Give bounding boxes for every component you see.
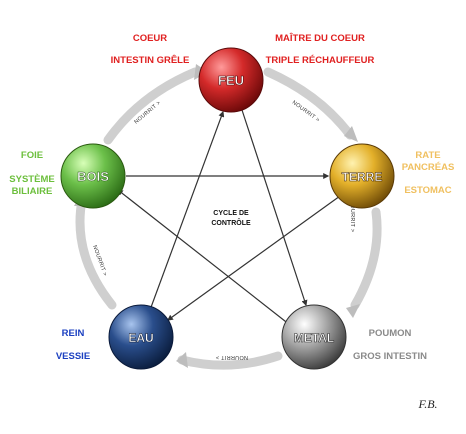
labels-terre: RATE PANCRÉAS ESTOMAC	[402, 150, 455, 196]
arrow-label-terre-metal: NOURRIT >	[349, 200, 355, 232]
label-biliaire: BILIAIRE	[12, 186, 53, 197]
control-terre-eau	[167, 195, 341, 321]
label-rate: RATE	[415, 150, 440, 161]
label-rein: REIN	[62, 328, 85, 339]
node-metal-label: METAL	[294, 331, 334, 345]
node-bois: BOIS	[60, 143, 126, 209]
center-label-line2: CONTRÔLE	[211, 218, 251, 227]
labels-bois: FOIE SYSTÈME BILIAIRE	[9, 150, 54, 197]
control-feu-metal	[241, 109, 308, 307]
label-pancreas: PANCRÉAS	[402, 162, 455, 173]
label-systeme: SYSTÈME	[9, 174, 54, 185]
labels-eau: REIN VESSIE	[56, 328, 90, 362]
labels-feu-right: MAÎTRE DU COEUR TRIPLE RÉCHAUFFEUR	[266, 32, 375, 66]
label-estomac: ESTOMAC	[404, 185, 451, 196]
arrow-bois-feu	[103, 67, 200, 145]
label-foie: FOIE	[21, 150, 43, 161]
arrow-metal-eau	[177, 351, 283, 370]
label-triple-rechauffeur: TRIPLE RÉCHAUFFEUR	[266, 55, 375, 66]
node-terre-label: TERRE	[342, 170, 383, 184]
node-eau: EAU	[108, 304, 174, 370]
node-terre: TERRE	[329, 143, 395, 209]
label-poumon: POUMON	[369, 328, 412, 339]
label-coeur: COEUR	[133, 33, 167, 44]
label-gros-intestin: GROS INTESTIN	[353, 351, 427, 362]
center-label-line1: CYCLE DE	[213, 210, 249, 217]
label-maitre-du-coeur: MAÎTRE DU COEUR	[275, 32, 365, 44]
labels-feu-left: COEUR INTESTIN GRÊLE	[111, 33, 190, 66]
generation-cycle-arrows	[75, 67, 382, 370]
signature: F.B.	[417, 397, 437, 411]
node-feu-label: FEU	[218, 73, 244, 88]
node-metal: METAL	[281, 304, 347, 370]
labels-metal: POUMON GROS INTESTIN	[353, 328, 427, 362]
label-vessie: VESSIE	[56, 351, 90, 362]
label-intestin-grele: INTESTIN GRÊLE	[111, 54, 190, 66]
control-metal-bois	[117, 189, 291, 326]
arrow-eau-bois	[75, 195, 117, 310]
arrow-feu-terre	[263, 67, 355, 140]
control-eau-feu	[149, 110, 225, 311]
node-eau-label: EAU	[128, 331, 153, 345]
control-cycle-lines	[117, 109, 341, 326]
node-bois-label: BOIS	[77, 169, 109, 184]
node-feu: FEU	[198, 47, 264, 113]
arrow-terre-metal	[350, 207, 382, 310]
arrow-label-metal-eau: NOURRIT >	[216, 354, 248, 360]
